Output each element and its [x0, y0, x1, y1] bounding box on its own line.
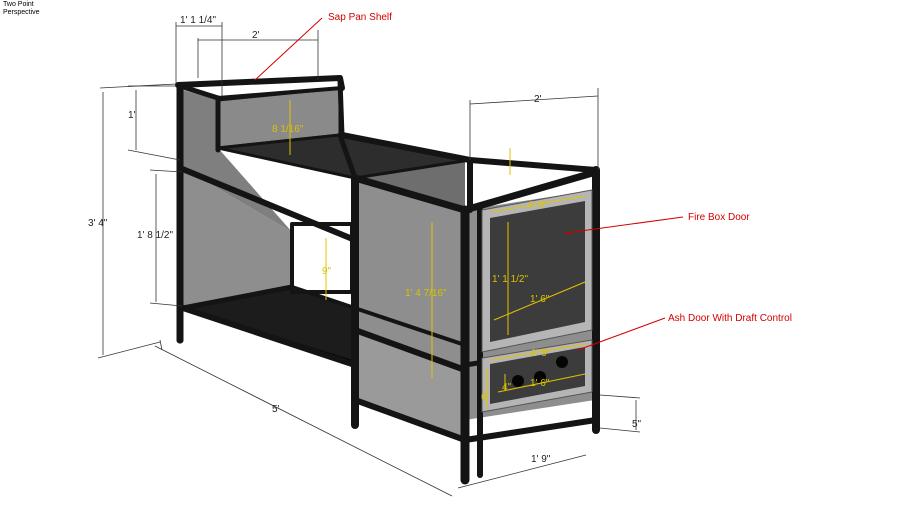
draft-control-hole-2[interactable]	[534, 371, 546, 383]
dim-front-width: 2'	[534, 94, 542, 105]
view-label-line2: Perspective	[3, 9, 40, 16]
fire-box-door[interactable]	[490, 201, 585, 342]
draft-control-hole-3[interactable]	[556, 356, 568, 368]
view-label: Two Point Perspective	[3, 1, 40, 17]
left-side-lower-panel	[183, 168, 292, 308]
right-side-lower-panel	[355, 330, 465, 440]
dimension-lines	[97, 22, 641, 497]
evaporator-model	[175, 75, 600, 485]
interior-dimension-lines	[289, 100, 586, 408]
dim-ash-width: 1' 6"	[530, 378, 550, 389]
dim-total-height: 3' 4"	[88, 218, 108, 229]
dim-ash-hole: 4"	[502, 382, 512, 393]
dim-shelf-height: 8 1/16"	[272, 124, 304, 135]
dim-firebox-door-width: 1' 6"	[530, 294, 550, 305]
callout-ash-door: Ash Door With Draft Control	[668, 313, 792, 324]
dim-leg-height: 5"	[632, 419, 642, 430]
dim-base-width: 1' 9"	[531, 454, 551, 465]
callout-sap-pan-shelf: Sap Pan Shelf	[328, 12, 392, 23]
callout-leaders	[254, 17, 684, 351]
left-side-upper-panel	[183, 90, 292, 232]
dim-shelf-width: 2'	[252, 30, 260, 41]
dim-left-rise: 1'	[128, 110, 136, 121]
right-side-panel	[355, 178, 465, 370]
draft-control-hole-1[interactable]	[512, 375, 524, 387]
dim-front-panel-height: 1' 4 7/16"	[405, 288, 447, 299]
dim-firebox-width-top: 1' 9"	[528, 200, 548, 211]
view-label-line1: Two Point	[3, 1, 34, 8]
dim-length: 5'	[272, 404, 280, 415]
dim-opening: 9"	[322, 266, 332, 277]
callout-fire-box-door: Fire Box Door	[688, 212, 750, 223]
dim-ash-height: 6"	[481, 392, 491, 403]
dim-ash-width-top: 1' 9"	[531, 348, 551, 359]
dim-side-height: 1' 8 1/2"	[137, 230, 173, 241]
dim-top-depth: 1' 1 1/4"	[180, 15, 216, 26]
dim-firebox-door-height: 1' 1 1/2"	[492, 274, 528, 285]
